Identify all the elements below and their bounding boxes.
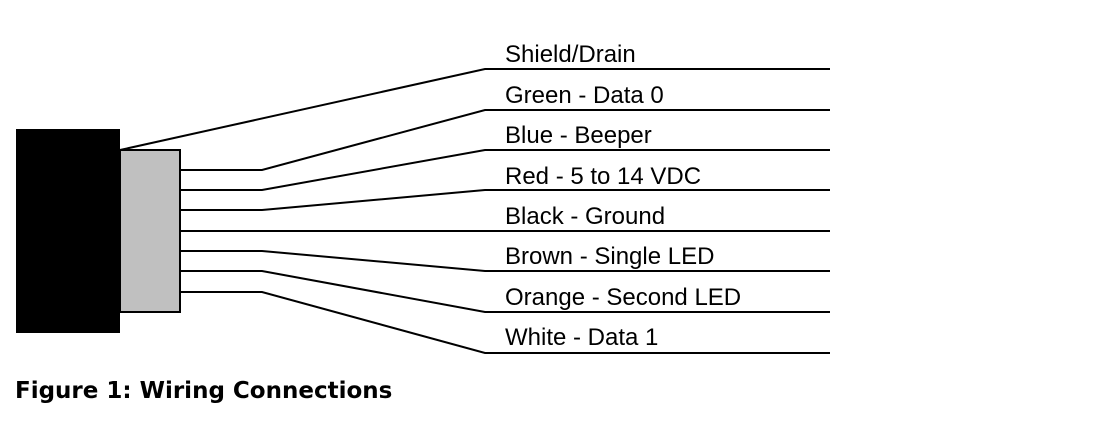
wire-label-brown-single-led: Brown - Single LED [505, 243, 714, 270]
wire-label-black-ground: Black - Ground [505, 203, 665, 230]
orange-second-led-wire: Orange - Second LED [180, 270, 830, 313]
black-ground-wire: Black - Ground [180, 203, 830, 232]
white-data1-wire: White - Data 1 [180, 291, 830, 354]
wire-label-orange-second-led: Orange - Second LED [505, 284, 741, 311]
wire-label-shield-drain: Shield/Drain [505, 41, 636, 68]
red-power-wire: Red - 5 to 14 VDC [180, 163, 830, 211]
figure-caption: Figure 1: Wiring Connections [15, 378, 393, 404]
cable-jacket [16, 129, 120, 333]
shield-drain-wire: Shield/Drain [119, 41, 830, 151]
green-data0-wire: Green - Data 0 [180, 82, 830, 171]
wire-label-red-power: Red - 5 to 14 VDC [505, 163, 701, 190]
blue-beeper-wire: Blue - Beeper [180, 122, 830, 191]
brown-single-led-wire: Brown - Single LED [180, 243, 830, 272]
wire-label-blue-beeper: Blue - Beeper [505, 122, 652, 149]
wire-label-white-data1: White - Data 1 [505, 324, 658, 351]
cable-inner-sleeve [119, 149, 181, 313]
wire-label-green-data0: Green - Data 0 [505, 82, 664, 109]
